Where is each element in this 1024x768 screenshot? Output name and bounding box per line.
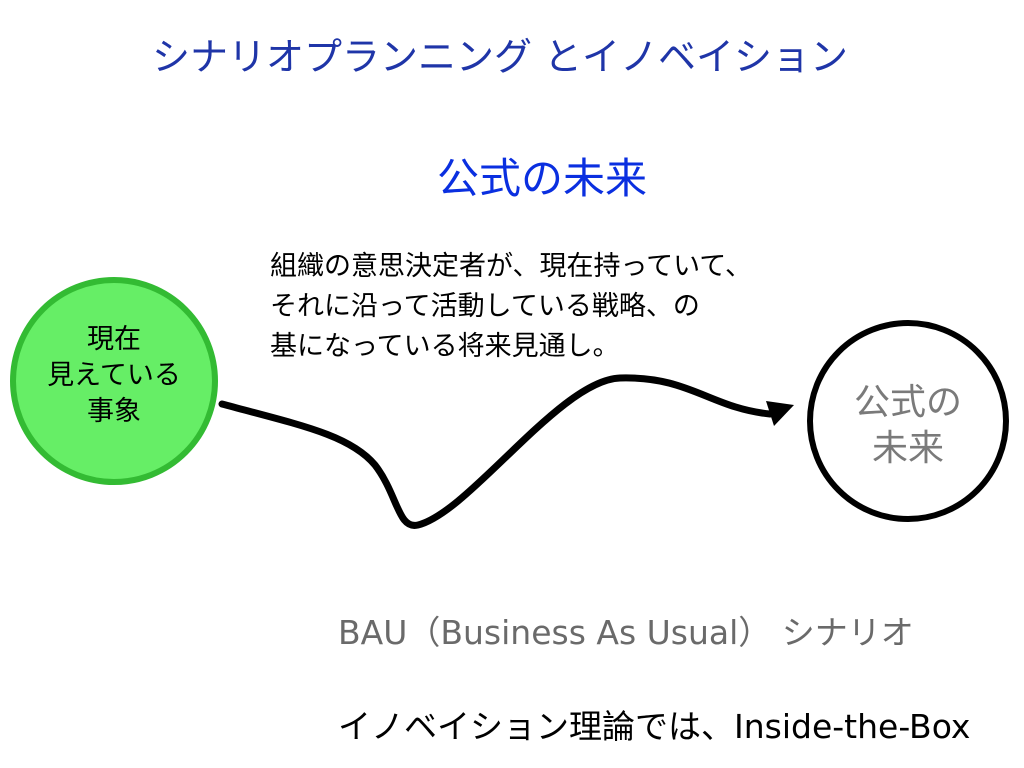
present-node-line: 事象: [87, 396, 141, 427]
official-future-heading: 公式の未来: [436, 154, 647, 203]
bau-scenario-caption: BAU（Business As Usual） シナリオ: [338, 613, 914, 652]
description-line: 基になっている将来見通し。: [270, 331, 620, 362]
description-text: 組織の意思決定者が、現在持っていて、 それに沿って活動している戦略、の 基になっ…: [270, 247, 752, 367]
description-line: それに沿って活動している戦略、の: [270, 291, 700, 322]
future-node-circle: [807, 320, 1009, 522]
slide-title: シナリオプランニング とイノベイション: [151, 35, 849, 79]
bau-path-arrowhead: [766, 401, 794, 426]
present-node-line: 見えている: [47, 360, 181, 391]
present-node-label: 現在 見えている 事象: [12, 322, 216, 430]
future-node-label: 公式の 未来: [810, 380, 1006, 472]
present-node-circle: [10, 277, 218, 485]
innovation-theory-caption: イノベイション理論では、Inside-the-Box: [338, 707, 971, 746]
future-node-line: 公式の: [853, 382, 962, 423]
present-node-line: 現在: [87, 324, 141, 355]
description-line: 組織の意思決定者が、現在持っていて、: [270, 251, 752, 282]
future-node-line: 未来: [871, 428, 944, 469]
bau-path-curve: [218, 374, 774, 529]
